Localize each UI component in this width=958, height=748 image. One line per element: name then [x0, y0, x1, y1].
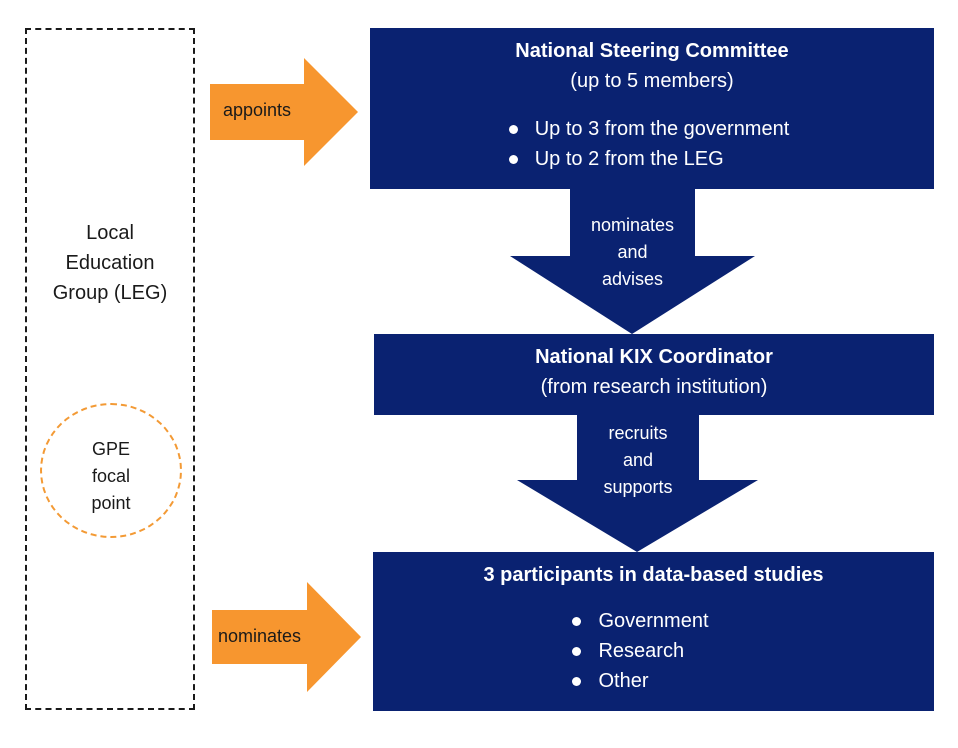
- kix-coordinator-title: National KIX Coordinator: [535, 346, 773, 368]
- leg-label-line: Education: [65, 252, 155, 274]
- leg-label-line: Group (LEG): [52, 282, 168, 304]
- arrow-label-line: and: [622, 450, 654, 470]
- leg-label-line: Local: [86, 222, 134, 244]
- gpe-focal-point-label: GPE focal point: [40, 436, 182, 517]
- gpe-label-line: focal: [91, 466, 131, 486]
- leg-label: Local Education Group (LEG): [25, 218, 195, 308]
- arrow-label-line: nominates: [590, 215, 675, 235]
- nominates-advises-arrow: [510, 189, 755, 334]
- list-item: Other: [568, 666, 708, 696]
- arrow-label-line: advises: [601, 269, 664, 289]
- appoints-label: appoints: [222, 100, 292, 120]
- participants-bullets: Government Research Other: [568, 606, 709, 696]
- arrow-label-line: and: [617, 242, 648, 262]
- participants-title: 3 participants in data-based studies: [483, 564, 824, 586]
- list-item: Government: [568, 606, 709, 636]
- gpe-label-line: point: [91, 493, 131, 513]
- recruits-supports-label: recruits and supports: [577, 420, 699, 501]
- participants-box: 3 participants in data-based studies Gov…: [373, 552, 934, 711]
- arrow-label-line: recruits: [608, 423, 668, 443]
- steering-committee-bullets: Up to 3 from the government Up to 2 from…: [505, 114, 790, 174]
- kix-coordinator-box: National KIX Coordinator (from research …: [374, 334, 934, 415]
- gpe-label-line: GPE: [91, 439, 130, 459]
- nominates-advises-label: nominates and advises: [570, 212, 695, 293]
- steering-committee-box: National Steering Committee (up to 5 mem…: [370, 28, 934, 189]
- gpe-focal-point-circle: [40, 403, 182, 538]
- steering-committee-title: National Steering Committee: [515, 40, 789, 62]
- steering-committee-subtitle: (up to 5 members): [570, 70, 734, 92]
- leg-container: [25, 28, 195, 710]
- recruits-supports-arrow: [517, 415, 758, 552]
- list-item: Research: [568, 636, 708, 666]
- appoints-arrow: [210, 58, 358, 166]
- arrow-label-line: supports: [603, 477, 673, 497]
- nominates-arrow: [212, 582, 361, 692]
- list-item: Up to 3 from the government: [505, 114, 789, 144]
- kix-coordinator-subtitle: (from research institution): [540, 376, 768, 398]
- nominates-label: nominates: [217, 626, 302, 646]
- list-item: Up to 2 from the LEG: [505, 144, 790, 174]
